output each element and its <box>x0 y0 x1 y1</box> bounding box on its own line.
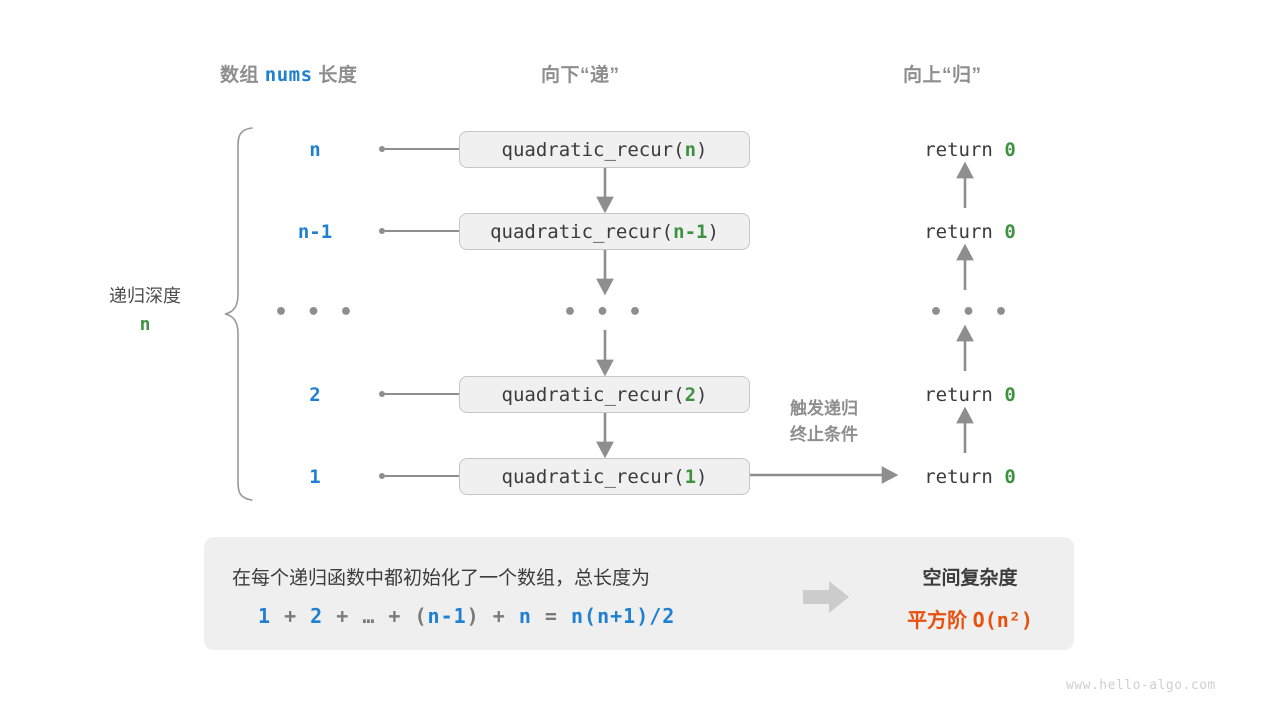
return-row-1-text: return <box>924 221 1005 243</box>
array-length-row-4: 1 <box>309 466 321 488</box>
array-length-row-1: n-1 <box>297 221 333 243</box>
array-length-row-0: n <box>309 139 321 161</box>
call-box-0-prefix: quadratic_recur( <box>501 138 685 161</box>
summary-description: 在每个递归函数中都初始化了一个数组，总长度为 <box>232 568 651 589</box>
call-box-4-suffix: ) <box>696 465 708 488</box>
ascend-arrows <box>956 161 974 453</box>
return-row-0-value: 0 <box>1004 139 1016 161</box>
recursion-depth-label: 递归深度 n <box>60 283 230 339</box>
terminate-transfer-arrow <box>750 466 899 484</box>
summary-result-prefix: 平方阶 <box>907 610 973 632</box>
formula-part-0: 1 <box>258 604 272 628</box>
connector-dot-4 <box>379 473 385 479</box>
header-array-suffix: 长度 <box>312 65 358 86</box>
formula-part-7: = <box>531 604 572 628</box>
formula-part-6: n <box>518 604 532 628</box>
return-row-4-text: return <box>924 466 1005 488</box>
call-box-4-prefix: quadratic_recur( <box>501 465 685 488</box>
call-box-1-prefix: quadratic_recur( <box>490 220 674 243</box>
return-row-0: return 0 <box>880 139 1060 161</box>
formula-part-3: + … + ( <box>323 604 428 628</box>
formula-part-4: n-1 <box>427 604 467 628</box>
return-row-4: return 0 <box>880 466 1060 488</box>
summary-panel <box>204 537 1074 650</box>
connector-line-3 <box>385 393 459 395</box>
header-array-prefix: 数组 <box>220 65 265 86</box>
depth-brace <box>224 127 253 501</box>
return-row-1-value: 0 <box>1004 221 1016 243</box>
formula-part-2: 2 <box>310 604 324 628</box>
call-box-3-suffix: ) <box>696 383 708 406</box>
terminate-note-line1: 触发递归 <box>790 399 858 418</box>
formula-part-5: ) + <box>466 604 519 628</box>
return-row-3-text: return <box>924 384 1005 406</box>
array-length-row-3: 2 <box>309 384 321 406</box>
summary-result-value: 平方阶 O(n²) <box>875 604 1065 633</box>
connector-dot-1 <box>379 228 385 234</box>
call-box-3-arg: 2 <box>684 383 697 406</box>
call-box-4-arg: 1 <box>684 465 697 488</box>
return-row-0-text: return <box>924 139 1005 161</box>
call-box-row-2-ellipsis: • • • <box>563 300 645 325</box>
call-box-3-prefix: quadratic_recur( <box>501 383 685 406</box>
terminate-note-line2: 终止条件 <box>790 425 858 445</box>
header-descend: 向下“递” <box>541 65 620 86</box>
descend-arrows <box>596 168 614 459</box>
connector-line-1 <box>385 230 459 232</box>
connector-line-0 <box>385 148 459 150</box>
array-length-row-2-ellipsis: • • • <box>274 300 356 325</box>
formula-part-1: + <box>271 604 311 628</box>
connector-line-4 <box>385 475 459 477</box>
return-row-3: return 0 <box>880 384 1060 406</box>
return-row-1: return 0 <box>880 221 1060 243</box>
recursion-depth-value: n <box>139 313 151 335</box>
header-array-length: 数组 nums 长度 <box>220 60 357 87</box>
return-row-4-value: 0 <box>1004 466 1016 488</box>
return-row-2-ellipsis: • • • <box>929 300 1011 325</box>
call-box-1[interactable]: quadratic_recur(n-1) <box>459 213 750 250</box>
recursion-depth-text: 递归深度 <box>109 286 181 306</box>
call-box-0-arg: n <box>684 138 697 161</box>
call-box-0[interactable]: quadratic_recur(n) <box>459 131 750 168</box>
connector-dot-3 <box>379 391 385 397</box>
summary-result-complexity: O(n²) <box>972 608 1033 632</box>
connector-dot-0 <box>379 146 385 152</box>
watermark: www.hello-algo.com <box>1066 678 1216 693</box>
call-box-4[interactable]: quadratic_recur(1) <box>459 458 750 495</box>
header-array-varname: nums <box>264 64 313 86</box>
formula-part-8: n(n+1)/2 <box>571 604 676 628</box>
call-box-1-arg: n-1 <box>673 220 708 243</box>
summary-result-title: 空间复杂度 <box>922 568 1018 589</box>
call-box-0-suffix: ) <box>696 138 708 161</box>
summary-formula: 1 + 2 + … + (n-1) + n = n(n+1)/2 <box>258 604 675 628</box>
return-row-3-value: 0 <box>1004 384 1016 406</box>
call-box-1-suffix: ) <box>707 220 719 243</box>
terminate-note: 触发递归 终止条件 <box>758 396 890 449</box>
summary-arrow-icon <box>803 581 849 613</box>
header-ascend: 向上“归” <box>903 65 982 86</box>
call-box-3[interactable]: quadratic_recur(2) <box>459 376 750 413</box>
